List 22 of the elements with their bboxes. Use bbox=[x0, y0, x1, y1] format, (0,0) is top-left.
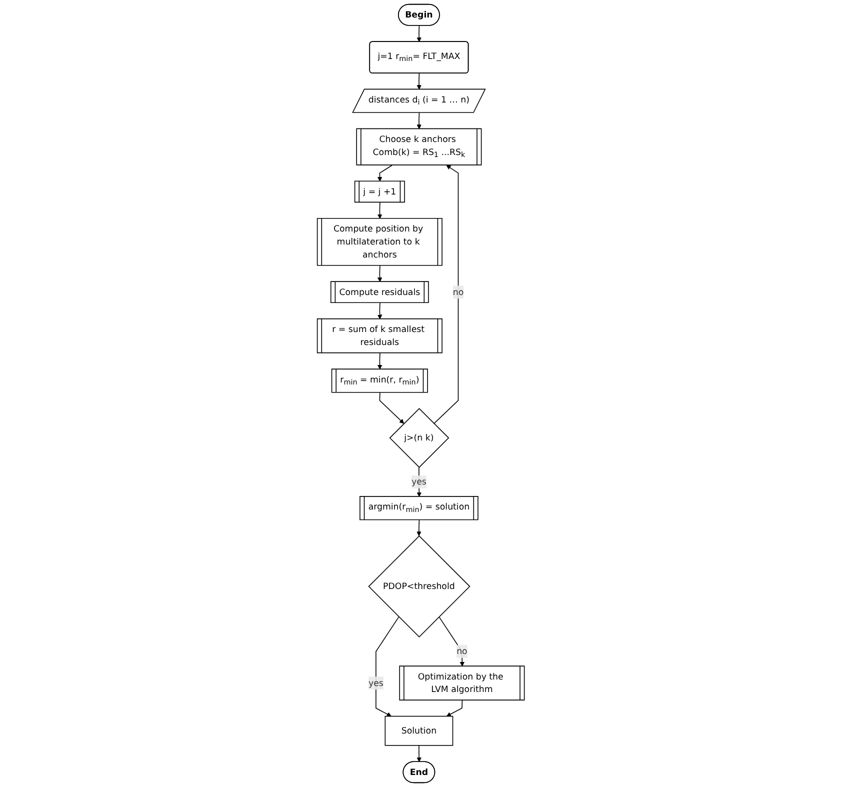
node-box: Solution bbox=[384, 716, 454, 746]
arrow bbox=[438, 616, 465, 667]
edge-label: yes bbox=[412, 476, 427, 487]
arrow bbox=[416, 25, 422, 42]
arrow bbox=[416, 745, 422, 762]
edge-label: no bbox=[453, 286, 464, 297]
arrow bbox=[376, 616, 400, 716]
node-diamond: j>(n k) bbox=[389, 408, 450, 468]
arrow bbox=[416, 112, 422, 130]
arrow bbox=[378, 352, 382, 370]
edge-label: yes bbox=[368, 678, 384, 688]
arrow bbox=[416, 72, 422, 90]
arrow bbox=[379, 392, 404, 424]
arrow bbox=[378, 164, 393, 182]
arrow bbox=[378, 202, 382, 219]
arrow bbox=[416, 520, 422, 536]
arrow bbox=[378, 265, 382, 282]
arrow bbox=[446, 700, 463, 716]
edge-label: no bbox=[456, 646, 468, 656]
arrow bbox=[378, 302, 382, 320]
arrow bbox=[434, 165, 459, 424]
node-diamond: PDOP<threshold bbox=[368, 535, 470, 638]
